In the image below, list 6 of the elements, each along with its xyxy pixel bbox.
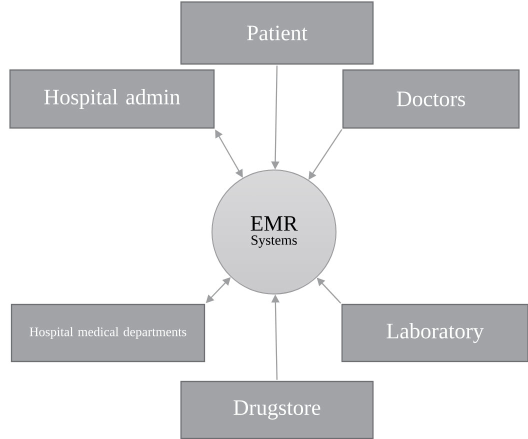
entity-box: Hospital medical departments bbox=[10, 304, 206, 362]
entity-box: Hospital admin bbox=[9, 69, 215, 129]
entity-box: Drugstore bbox=[180, 380, 374, 439]
entity-box: Patient bbox=[180, 1, 374, 65]
entity-box: Doctors bbox=[342, 69, 520, 129]
entity-box: Laboratory bbox=[341, 304, 528, 362]
